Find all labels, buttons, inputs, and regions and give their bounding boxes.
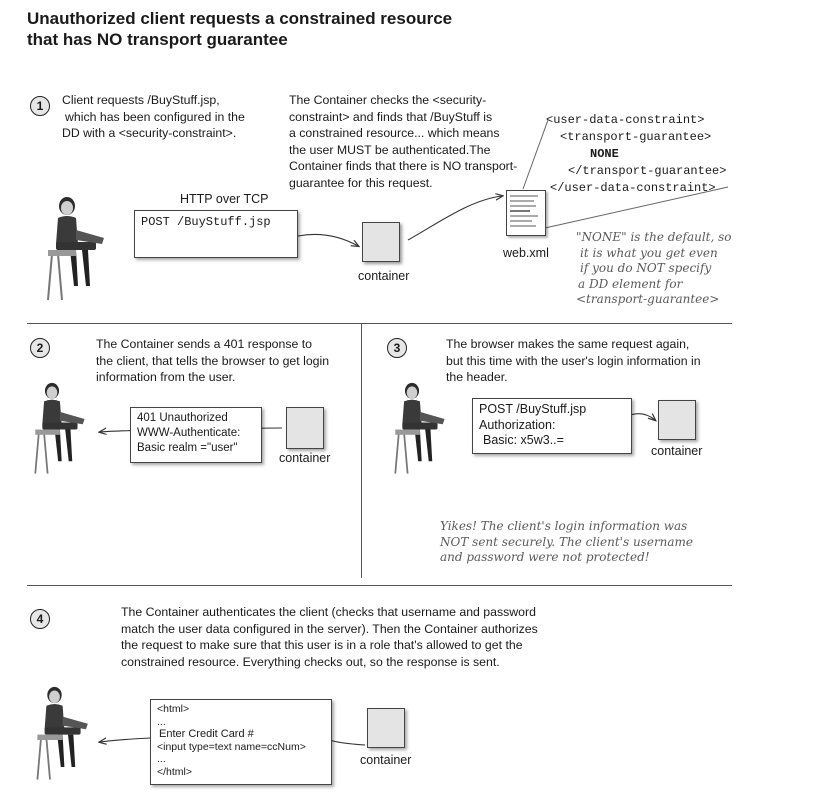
note-line: NOT sent securely. The client's username xyxy=(440,534,694,549)
note-line: Yikes! The client's login information wa… xyxy=(440,519,688,533)
html-line: Enter Credit Card # xyxy=(159,728,254,740)
html-line: <html> xyxy=(157,703,190,715)
step-1-container-description: The Container checks the <security- cons… xyxy=(289,92,539,191)
divider-step1 xyxy=(27,323,732,324)
step-2-desc-line: the client, that tells the browser to ge… xyxy=(96,353,330,368)
html-line: </html> xyxy=(157,765,193,778)
protocol-label: HTTP over TCP xyxy=(180,192,269,206)
note-line: it is what you get even xyxy=(580,245,718,260)
step-2-description: The Container sends a 401 response to th… xyxy=(96,336,356,386)
request-line: Authorization: xyxy=(479,417,556,432)
container-desc-line: constraint> and finds that /BuyStuff is xyxy=(289,109,493,124)
step-3-desc-line: but this time with the user's login info… xyxy=(446,353,701,368)
divider-step3 xyxy=(27,585,732,586)
xml-line: <user-data-constraint> xyxy=(546,113,705,127)
container-server-icon xyxy=(362,222,400,262)
container-label: container xyxy=(279,451,331,465)
request-line: POST /BuyStuff.jsp xyxy=(141,215,271,229)
step-4-badge: 4 xyxy=(30,609,50,629)
xml-snippet: <user-data-constraint> <transport-guaran… xyxy=(546,112,726,197)
html-response-box: <html> ... Enter Credit Card # <input ty… xyxy=(150,699,332,785)
container-server-icon xyxy=(658,400,696,440)
container-desc-line: Container finds that there is NO transpo… xyxy=(289,159,518,173)
note-line: and password were not protected! xyxy=(440,550,650,564)
note-line: <transport-guarantee> xyxy=(576,292,720,306)
step-2-desc-line: The Container sends a 401 response to xyxy=(96,337,313,351)
container-desc-line: the user MUST be authenticated.The xyxy=(289,142,491,157)
response-line: WWW-Authenticate: xyxy=(137,427,241,439)
step-4-desc-line: the request to make sure that this user … xyxy=(121,638,523,652)
container-label: container xyxy=(358,269,410,283)
step-3-desc-line: the header. xyxy=(446,370,508,384)
step-4-desc-line: The Container authenticates the client (… xyxy=(121,605,536,619)
file-label: web.xml xyxy=(503,246,549,260)
title-line-1: Unauthorized client requests a constrain… xyxy=(27,9,453,28)
document-icon xyxy=(506,190,546,236)
request-line: Basic: x5w3..= xyxy=(483,433,564,447)
html-line: ... xyxy=(157,753,166,765)
authorized-request-box: POST /BuyStuff.jsp Authorization: Basic:… xyxy=(472,398,632,454)
xml-line: NONE xyxy=(590,147,619,161)
container-desc-line: The Container checks the <security- xyxy=(289,93,487,107)
title-line-2: that has NO transport guarantee xyxy=(27,30,288,49)
html-line: ... xyxy=(157,715,166,728)
container-server-icon xyxy=(286,407,324,449)
diagram-title: Unauthorized client requests a constrain… xyxy=(27,8,547,50)
container-label: container xyxy=(360,753,412,767)
step-3-desc-line: The browser makes the same request again… xyxy=(446,337,690,351)
response-line: 401 Unauthorized xyxy=(137,412,228,424)
xml-line: </user-data-constraint> xyxy=(550,181,716,195)
step-3-badge: 3 xyxy=(387,338,407,358)
step-1-desc-line: Client requests /BuyStuff.jsp, xyxy=(62,93,220,107)
request-line: POST /BuyStuff.jsp xyxy=(479,402,587,416)
note-line: a DD element for xyxy=(578,276,683,291)
step-2-badge: 2 xyxy=(30,338,50,358)
container-label: container xyxy=(651,444,703,458)
container-desc-line: a constrained resource... which means xyxy=(289,126,500,140)
step-2-desc-line: information from the user. xyxy=(96,370,236,384)
note-line: if you do NOT specify xyxy=(580,261,712,275)
request-box: POST /BuyStuff.jsp xyxy=(134,210,298,258)
container-desc-line: guarantee for this request. xyxy=(289,175,433,190)
html-line: <input type=text name=ccNum> xyxy=(157,740,306,753)
response-box: 401 Unauthorized WWW-Authenticate: Basic… xyxy=(130,407,262,463)
default-note: "NONE" is the default, so it is what you… xyxy=(576,230,776,308)
step-1-badge: 1 xyxy=(30,96,50,116)
divider-step2-3 xyxy=(361,323,362,578)
xml-line: </transport-guarantee> xyxy=(568,164,727,178)
step-1-description: Client requests /BuyStuff.jsp, which has… xyxy=(62,92,262,142)
response-line: Basic realm ="user" xyxy=(137,442,238,454)
step-1-desc-line: DD with a <security-constraint>. xyxy=(62,126,237,140)
xml-line: <transport-guarantee> xyxy=(560,130,712,144)
note-line: "NONE" is the default, so xyxy=(576,230,732,244)
step-1-desc-line: which has been configured in the xyxy=(65,109,245,124)
container-server-icon xyxy=(367,708,405,748)
security-warning-note: Yikes! The client's login information wa… xyxy=(440,519,730,566)
step-3-description: The browser makes the same request again… xyxy=(446,336,736,386)
step-4-description: The Container authenticates the client (… xyxy=(121,604,561,670)
step-4-desc-line: constrained resource. Everything checks … xyxy=(121,654,500,669)
step-4-desc-line: match the user data configured in the se… xyxy=(121,621,538,636)
